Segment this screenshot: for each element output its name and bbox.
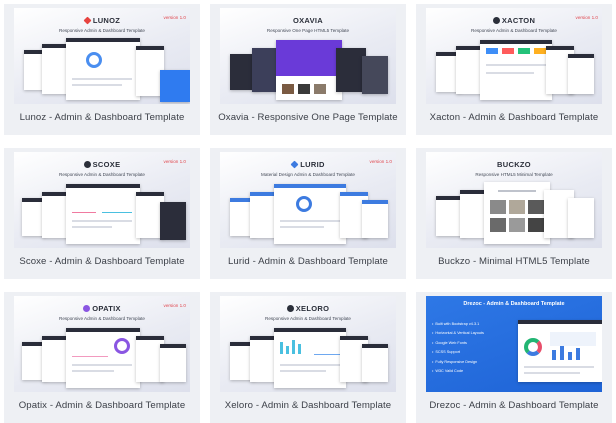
brand-subtitle: Responsive Admin & Dashboard Template <box>471 28 557 33</box>
brand-title: Drezoc - Admin & Dashboard Template <box>463 301 565 307</box>
mockup-screen <box>250 192 278 238</box>
template-preview-image[interactable]: XACTON version 1.0 Responsive Admin & Da… <box>426 8 602 104</box>
mockup-screen <box>250 336 278 382</box>
template-preview-image[interactable]: SCOXE version 1.0 Responsive Admin & Das… <box>14 152 190 248</box>
template-card-scoxe[interactable]: SCOXE version 1.0 Responsive Admin & Das… <box>4 148 200 279</box>
template-card-buckzo[interactable]: BUCKZO Responsive HTML5 Minimal Template… <box>416 148 612 279</box>
mockup-screen <box>362 56 388 94</box>
mockup-screen <box>480 40 552 100</box>
template-card-drezoc[interactable]: Drezoc - Admin & Dashboard Template Buil… <box>416 292 612 423</box>
brand-subtitle: Responsive Admin & Dashboard Template <box>59 28 145 33</box>
mockup-screen <box>568 54 594 94</box>
brand-subtitle: Responsive One Page HTML5 Template <box>266 28 350 33</box>
brand-title: XELORO <box>220 304 396 313</box>
feature-item: SCSS Support <box>432 348 484 357</box>
brand-subtitle: Material Design Admin & Dashboard Templa… <box>261 172 355 177</box>
feature-item: Fully Responsive Design <box>432 358 484 367</box>
mockup-screen <box>42 44 70 94</box>
mockup-screen <box>66 184 140 244</box>
mockup-screen <box>24 50 44 90</box>
template-preview-image[interactable]: Drezoc - Admin & Dashboard Template Buil… <box>426 296 602 392</box>
mockup-screen <box>136 336 164 382</box>
feature-list: Built with Bootstrap v4.3.1 Horizontal &… <box>432 320 484 376</box>
feature-item: Built with Bootstrap v4.3.1 <box>432 320 484 329</box>
template-preview-image[interactable]: LUNOZ version 1.0 Responsive Admin & Das… <box>14 8 190 104</box>
mockup-screen <box>274 184 346 244</box>
brand-title: OXAVIA <box>293 16 323 25</box>
template-card-lunoz[interactable]: LUNOZ version 1.0 Responsive Admin & Das… <box>4 4 200 135</box>
template-caption[interactable]: Scoxe - Admin & Dashboard Template <box>19 256 185 267</box>
template-caption[interactable]: Lunoz - Admin & Dashboard Template <box>19 112 185 123</box>
template-preview-image[interactable]: XELORO Responsive Admin & Dashboard Temp… <box>220 296 396 392</box>
brand-subtitle: Responsive Admin & Dashboard Template <box>59 316 145 321</box>
mockup-screen <box>160 344 186 382</box>
feature-item: Google Web Fonts <box>432 339 484 348</box>
template-caption[interactable]: Drezoc - Admin & Dashboard Template <box>429 400 599 411</box>
flower-logo-icon <box>83 305 91 312</box>
template-caption[interactable]: Buckzo - Minimal HTML5 Template <box>438 256 590 267</box>
template-caption[interactable]: Opatix - Admin & Dashboard Template <box>18 400 186 411</box>
brand-title: BUCKZO <box>497 160 531 169</box>
dot-logo-icon <box>492 17 500 24</box>
diamond-logo-icon <box>290 160 299 169</box>
brand-subtitle: Responsive HTML5 Minimal Template <box>475 172 553 177</box>
brand-title: LUNOZ <box>14 16 190 25</box>
mockup-screen <box>66 328 140 388</box>
mockup-screen <box>362 200 388 238</box>
feature-item: Horizontal & Vertical Layouts <box>432 329 484 338</box>
mockup-screen <box>336 48 366 92</box>
feature-item: W3C Valid Code <box>432 367 484 376</box>
mockup-screen <box>568 198 594 238</box>
mockup-screen <box>160 202 186 240</box>
template-card-xeloro[interactable]: XELORO Responsive Admin & Dashboard Temp… <box>210 292 406 423</box>
mockup-screen <box>136 46 164 96</box>
template-card-opatix[interactable]: OPATIX version 1.0 Responsive Admin & Da… <box>4 292 200 423</box>
mockup-screen <box>274 328 346 388</box>
template-caption[interactable]: Lurid - Admin & Dashboard Template <box>227 256 388 267</box>
dot-logo-icon <box>286 305 294 312</box>
mockup-screen <box>456 46 484 94</box>
template-card-xacton[interactable]: XACTON version 1.0 Responsive Admin & Da… <box>416 4 612 135</box>
template-card-lurid[interactable]: LURID version 1.0 Material Design Admin … <box>210 148 406 279</box>
mockup-screen <box>518 320 602 382</box>
mockup-screen <box>484 182 550 244</box>
version-badge: version 1.0 <box>163 15 186 20</box>
mockup-screen <box>276 40 342 100</box>
template-caption[interactable]: Xacton - Admin & Dashboard Template <box>429 112 599 123</box>
brand-subtitle: Responsive Admin & Dashboard Template <box>265 316 351 321</box>
brand-title: XACTON <box>426 16 602 25</box>
template-preview-image[interactable]: LURID version 1.0 Material Design Admin … <box>220 152 396 248</box>
template-preview-image[interactable]: BUCKZO Responsive HTML5 Minimal Template <box>426 152 602 248</box>
mockup-screen <box>160 70 190 102</box>
template-preview-image[interactable]: OXAVIA Responsive One Page HTML5 Templat… <box>220 8 396 104</box>
brand-title: LURID <box>220 160 396 169</box>
brand-title: OPATIX <box>14 304 190 313</box>
mockup-screen <box>136 192 164 238</box>
template-preview-image[interactable]: OPATIX version 1.0 Responsive Admin & Da… <box>14 296 190 392</box>
template-caption[interactable]: Xeloro - Admin & Dashboard Template <box>224 400 392 411</box>
brand-subtitle: Responsive Admin & Dashboard Template <box>59 172 145 177</box>
version-badge: version 1.0 <box>575 15 598 20</box>
version-badge: version 1.0 <box>163 159 186 164</box>
mockup-screen <box>66 38 140 100</box>
template-caption[interactable]: Oxavia - Responsive One Page Template <box>218 112 398 123</box>
version-badge: version 1.0 <box>163 303 186 308</box>
mockup-screen <box>42 192 70 238</box>
template-card-oxavia[interactable]: OXAVIA Responsive One Page HTML5 Templat… <box>210 4 406 135</box>
brand-title: SCOXE <box>14 160 190 169</box>
dot-logo-icon <box>83 161 91 168</box>
heart-icon <box>83 16 92 25</box>
mockup-screen <box>362 344 388 382</box>
version-badge: version 1.0 <box>369 159 392 164</box>
mockup-screen <box>42 336 70 382</box>
